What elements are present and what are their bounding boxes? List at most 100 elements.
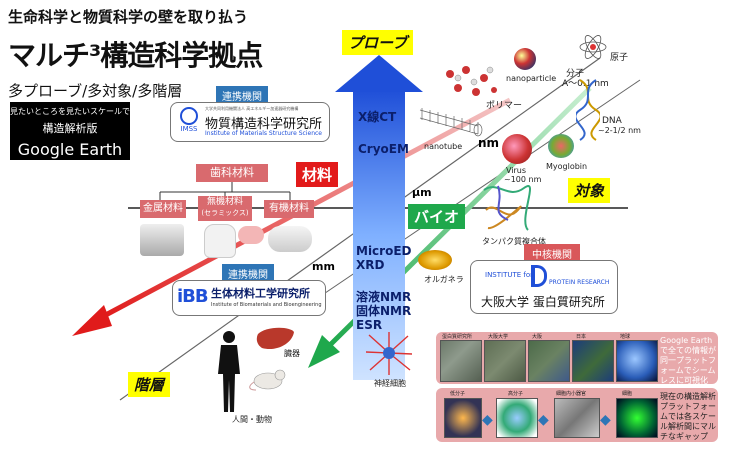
human-silhouette bbox=[218, 331, 240, 412]
material-item-metal-label: 金属材料 bbox=[143, 203, 183, 214]
probe-group-2: MicroED XRD bbox=[356, 244, 412, 272]
material-tag: 材料 bbox=[296, 162, 339, 187]
label-myoglobin: Myoglobin bbox=[546, 162, 588, 171]
panel2-thumb-label-3: 細胞内小器官 bbox=[556, 391, 587, 397]
material-item-organic: 有機材料 bbox=[264, 200, 314, 218]
label-neuron: 神経細胞 bbox=[374, 379, 406, 388]
label-molecule: 分子 bbox=[566, 69, 585, 79]
method-esr: ESR bbox=[356, 318, 383, 332]
panel1-thumb-label-2: 大阪大学 bbox=[488, 334, 509, 340]
neuron-illustration bbox=[365, 332, 413, 375]
panel1-thumb-5 bbox=[616, 340, 658, 382]
panel1-thumb-label-1: 蛋白質研究所 bbox=[442, 334, 473, 340]
title-subtitle: 多プローブ/多対象/多階層 bbox=[8, 82, 183, 100]
scale-mm: mm bbox=[312, 260, 335, 273]
bio-tag: バイオ bbox=[408, 204, 466, 229]
ipr-logo-mark bbox=[531, 265, 547, 287]
imss-sub: 大学共同利用機関法人 高エネルギー加速器研究機構 bbox=[205, 106, 299, 111]
ipr-logo-line2: PROTEIN RESEARCH bbox=[549, 279, 610, 286]
panel1-thumb-label-4: 日本 bbox=[576, 334, 587, 340]
myoglobin-illustration bbox=[548, 134, 574, 158]
title-line1: 生命科学と物質科学の壁を取り払う bbox=[8, 8, 249, 26]
nanotube-illustration bbox=[419, 108, 483, 137]
aligner-image bbox=[268, 226, 312, 252]
panel2-gap-arrow-2: ◆ bbox=[538, 412, 549, 428]
ge-line2: 構造解析版 bbox=[42, 122, 98, 135]
label-organ: 臓器 bbox=[284, 349, 300, 358]
method-xray-ct: X線CT bbox=[358, 110, 397, 124]
label-human-animal: 人間・動物 bbox=[232, 415, 272, 424]
material-item-inorganic-label: 無機材料 bbox=[206, 197, 243, 207]
method-xrd: XRD bbox=[356, 258, 385, 272]
panel1-thumb-4 bbox=[572, 340, 614, 382]
label-dna-size: ~2-1/2 nm bbox=[598, 126, 641, 135]
ibb-card: iBB 生体材料工学研究所 Institute of Biomaterials … bbox=[172, 280, 326, 316]
atom-illustration bbox=[578, 34, 608, 60]
probe-arrow-shaft bbox=[353, 90, 405, 380]
material-arrowhead bbox=[72, 305, 112, 336]
probe-tag: プローブ bbox=[342, 30, 414, 55]
material-item-metal: 金属材料 bbox=[140, 200, 186, 218]
ibb-name: 生体材料工学研究所 bbox=[211, 287, 310, 300]
panel1-thumb-label-3: 大阪 bbox=[532, 334, 543, 340]
liver-illustration bbox=[256, 327, 294, 350]
probe-arrowhead bbox=[335, 55, 423, 92]
scale-gap-panel: 低分子 高分子 細胞内小器官 細胞 ◆ ◆ ◆ 現在の構造解析プラットフォームで… bbox=[436, 388, 718, 442]
dental-implant-image bbox=[140, 224, 184, 256]
imss-logo-text: IMSS bbox=[180, 125, 198, 133]
scale-um: μm bbox=[412, 186, 432, 199]
imss-logo: IMSS bbox=[177, 107, 201, 137]
target-tag: 対象 bbox=[568, 178, 611, 203]
panel2-thumb-label-4: 細胞 bbox=[622, 391, 633, 397]
panel2-gap-arrow-3: ◆ bbox=[600, 412, 611, 428]
ceramic-tooth-image bbox=[204, 224, 236, 258]
label-protein-complex: タンパク質複合体 bbox=[482, 237, 546, 246]
panel2-thumb-2 bbox=[496, 398, 538, 438]
molecule-cluster-illustration bbox=[446, 66, 497, 96]
imss-card: IMSS 大学共同利用機関法人 高エネルギー加速器研究機構 物質構造科学研究所 … bbox=[170, 102, 330, 142]
page-title: マルチ³構造科学拠点 bbox=[8, 39, 263, 72]
ge-line3: Google Earth bbox=[17, 140, 123, 159]
panel1-thumb-2 bbox=[484, 340, 526, 382]
imss-en: Institute of Materials Structure Science bbox=[205, 130, 322, 137]
panel2-gap-arrow-1: ◆ bbox=[482, 412, 493, 428]
imss-name: 物質構造科学研究所 bbox=[205, 117, 323, 132]
method-cryoem: CryoEM bbox=[358, 142, 409, 156]
label-virus: Virus bbox=[506, 166, 527, 175]
imss-role-badge: 連携機関 bbox=[216, 86, 268, 105]
ipr-logo-line1: INSTITUTE for bbox=[485, 271, 534, 279]
ibb-role-badge: 連携機関 bbox=[222, 264, 274, 283]
atom-icon bbox=[579, 35, 607, 59]
scale-nm: nm bbox=[478, 136, 500, 150]
label-polymer: ポリマー bbox=[486, 101, 523, 111]
denture-image bbox=[238, 226, 264, 244]
hierarchy-tag: 階層 bbox=[128, 372, 171, 397]
dna-illustration bbox=[576, 79, 600, 141]
panel1-thumb-3 bbox=[528, 340, 570, 382]
method-solution-nmr: 溶液NMR bbox=[356, 290, 412, 304]
probe-group-3: 溶液NMR 固体NMR ESR bbox=[356, 290, 411, 332]
panel2-thumb-3 bbox=[554, 398, 600, 438]
ibb-logo: iBB bbox=[177, 286, 209, 307]
probe-group-1: X線CT CryoEM bbox=[358, 110, 409, 156]
virus-illustration bbox=[502, 134, 532, 164]
panel2-thumb-4 bbox=[616, 398, 658, 438]
label-nanoparticle: nanoparticle bbox=[506, 74, 557, 83]
panel1-text: Google Earthで全ての情報が同一プラットフォームでシームレスに可視化 bbox=[660, 336, 716, 385]
label-organelle: オルガネラ bbox=[424, 275, 464, 284]
method-microed: MicroED bbox=[356, 244, 412, 258]
ipr-role-badge: 中核機関 bbox=[524, 244, 580, 263]
material-item-inorganic-sub: (セラミックス) bbox=[201, 209, 249, 217]
label-dna: DNA bbox=[602, 116, 622, 126]
method-solid-nmr: 固体NMR bbox=[356, 304, 412, 318]
google-earth-panel: 蛋白質研究所 大阪大学 大阪 日本 地球 Google Earthで全ての情報が… bbox=[436, 332, 718, 385]
panel1-thumb-1 bbox=[440, 340, 482, 382]
mouse-illustration bbox=[249, 369, 286, 391]
organelle-illustration bbox=[418, 250, 452, 270]
materials-header: 歯科材料 bbox=[196, 164, 268, 182]
material-item-inorganic: 無機材料 (セラミックス) bbox=[198, 196, 252, 221]
ipr-name: 大阪大学 蛋白質研究所 bbox=[481, 295, 605, 309]
nanoparticle-illustration bbox=[514, 48, 536, 70]
